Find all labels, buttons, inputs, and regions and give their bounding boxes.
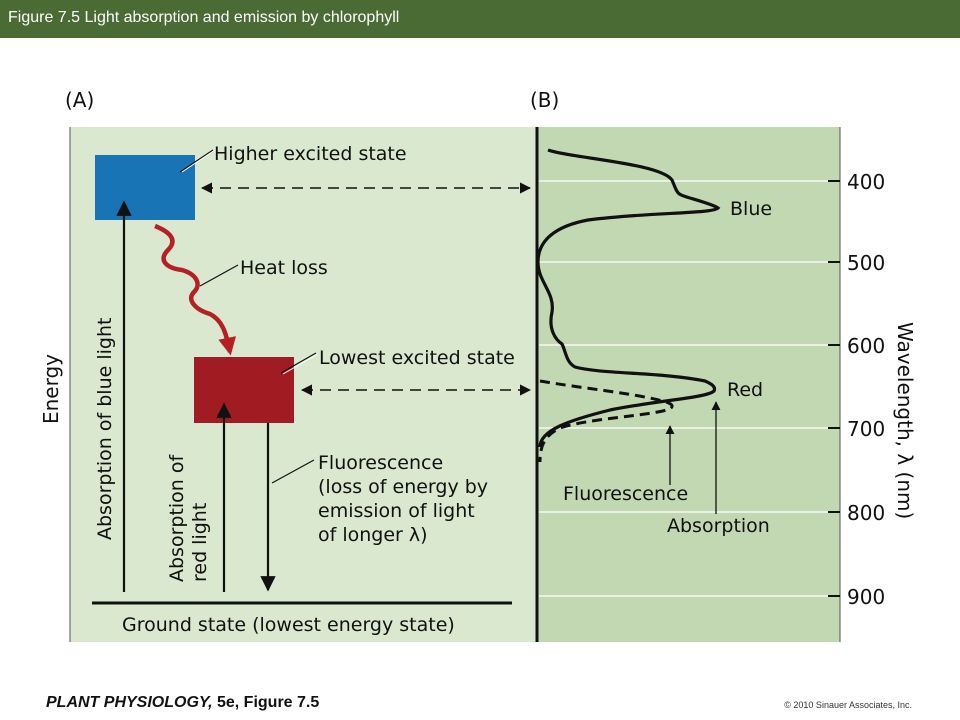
tick-800: 800 [847, 501, 885, 525]
red-peak-label: Red [727, 379, 763, 401]
wavelength-ticks [828, 180, 840, 597]
absorption-spectrum-label: Absorption [667, 515, 770, 537]
panel-b-label: (B) [530, 88, 559, 112]
fluorescence-label-line3: emission of light [318, 500, 475, 522]
absorption-red-label-line2: red light [189, 503, 211, 582]
footer-citation: PLANT PHYSIOLOGY, 5e, Figure 7.5 [46, 694, 319, 712]
wavelength-axis-label: Wavelength, λ (nm) [893, 322, 917, 519]
fluorescence-curve [538, 379, 674, 463]
higher-excited-state-box [95, 155, 195, 220]
absorption-red-label-line1: Absorption of [166, 453, 188, 582]
tick-600: 600 [847, 334, 885, 358]
lowest-excited-state-box [194, 357, 294, 423]
fluorescence-spectrum-label: Fluorescence [563, 483, 688, 505]
wavelength-gridlines [539, 180, 838, 597]
panel-b-background [537, 127, 840, 642]
blue-peak-label: Blue [730, 198, 772, 220]
footer-copyright: © 2010 Sinauer Associates, Inc. [784, 700, 912, 710]
footer-book-title: PLANT PHYSIOLOGY, [46, 694, 213, 711]
chlorophyll-figure: (A) (B) 400 500 600 700 800 900 Waveleng… [39, 88, 917, 642]
footer-edition: 5e, Figure 7.5 [212, 694, 320, 711]
absorption-curve [536, 148, 721, 448]
higher-excited-state-label: Higher excited state [214, 143, 407, 165]
tick-900: 900 [847, 585, 885, 609]
fluorescence-label-line4: of longer λ) [318, 524, 428, 546]
energy-axis-label: Energy [39, 354, 63, 424]
lowest-excited-state-label: Lowest excited state [319, 347, 515, 369]
panel-a-label: (A) [65, 88, 94, 112]
tick-400: 400 [847, 170, 885, 194]
heat-loss-arrow [154, 223, 236, 356]
title-bar: Figure 7.5 Light absorption and emission… [0, 0, 960, 38]
ground-state-label: Ground state (lowest energy state) [122, 614, 455, 636]
tick-700: 700 [847, 417, 885, 441]
absorption-blue-label: Absorption of blue light [94, 318, 116, 540]
heat-loss-label: Heat loss [240, 257, 328, 279]
fluorescence-label-line1: Fluorescence [318, 452, 443, 474]
fluorescence-label-line2: (loss of energy by [318, 476, 488, 498]
tick-500: 500 [847, 251, 885, 275]
figure-title: Figure 7.5 Light absorption and emission… [8, 9, 400, 26]
